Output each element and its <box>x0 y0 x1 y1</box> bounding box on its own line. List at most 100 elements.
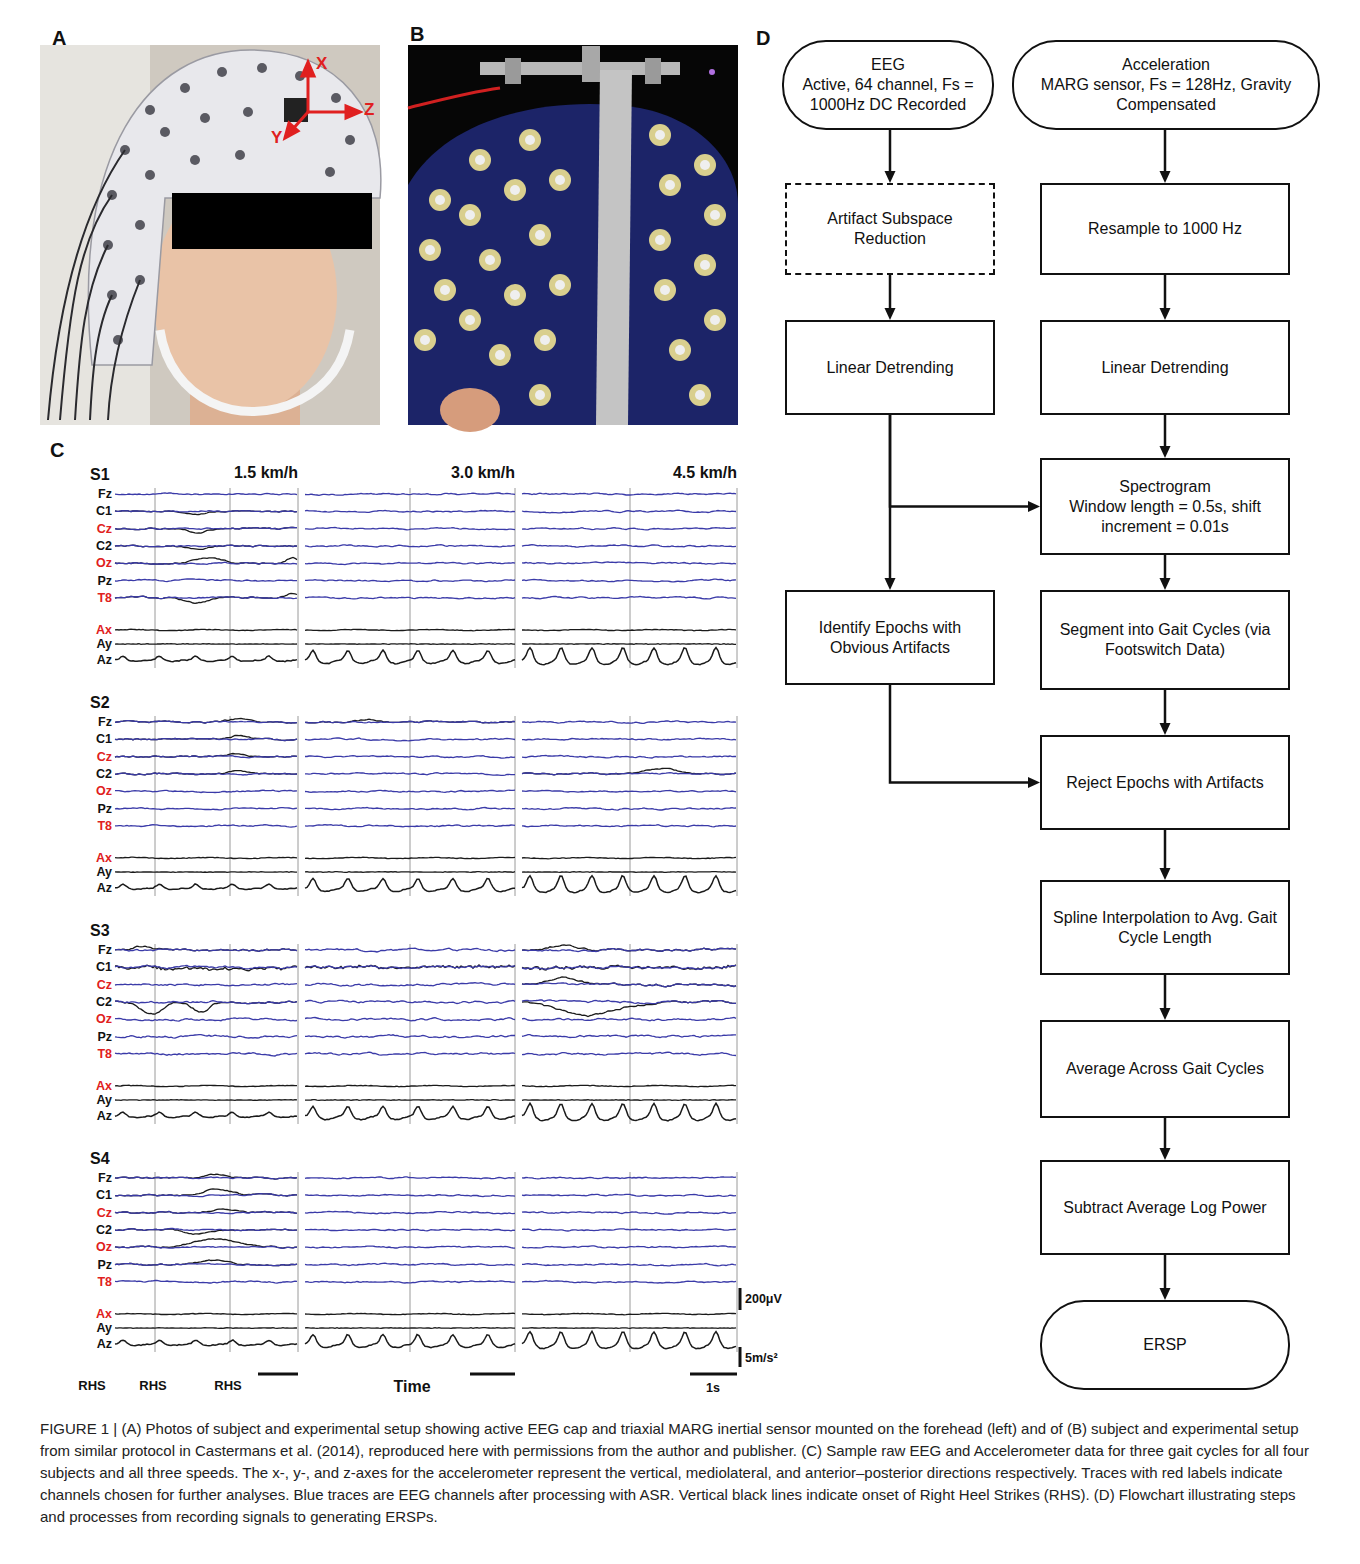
speed-label: 1.5 km/h <box>234 464 298 482</box>
raw-eeg-trace <box>305 719 515 723</box>
event-label: RHS <box>93 1378 213 1394</box>
flow-line <box>890 685 1028 783</box>
flow-line <box>1164 1255 1167 1288</box>
figure-caption: FIGURE 1 | (A) Photos of subject and exp… <box>40 1418 1320 1528</box>
speed-label: 4.5 km/h <box>673 464 737 482</box>
asr-eeg-trace <box>115 1035 297 1039</box>
channel-label: C2 <box>96 994 112 1010</box>
photo-a <box>40 45 381 425</box>
accelerometer-trace <box>522 1103 736 1121</box>
accelerometer-trace <box>305 857 515 859</box>
accelerometer-trace <box>305 878 515 891</box>
channel-label: Ay <box>96 1320 112 1336</box>
channel-label: Ax <box>96 1078 112 1094</box>
subject-label: S1 <box>90 466 110 484</box>
node-title: Acceleration <box>1122 55 1210 75</box>
asr-eeg-trace <box>305 1263 515 1265</box>
heel-strike-line <box>298 716 299 896</box>
asr-eeg-trace <box>115 1177 297 1179</box>
flow-arrow <box>1160 1118 1171 1160</box>
heel-strike-line <box>410 944 411 1124</box>
arrowhead <box>1160 578 1171 590</box>
asr-eeg-trace <box>115 983 297 985</box>
asr-eeg-trace <box>522 510 736 513</box>
channel-label: Oz <box>96 1239 112 1255</box>
channel-label: Pz <box>97 573 112 589</box>
node-title: Segment into Gait Cycles (via Footswitch… <box>1051 620 1279 660</box>
axis-label: Y <box>271 128 282 148</box>
asr-eeg-trace <box>522 596 736 599</box>
flow-line <box>1164 130 1167 171</box>
accelerometer-trace <box>522 648 736 665</box>
asr-eeg-trace <box>522 738 736 740</box>
asr-eeg-trace <box>522 790 736 792</box>
asr-eeg-trace <box>522 493 736 495</box>
raw-eeg-trace <box>115 735 297 740</box>
flow-arrow <box>1160 1255 1171 1300</box>
node-text: Active, 64 channel, Fs = 1000Hz DC Recor… <box>796 75 980 115</box>
plate-post <box>582 46 600 82</box>
accelerometer-trace <box>305 629 515 631</box>
scale-bars <box>258 1288 740 1374</box>
channel-label: C2 <box>96 766 112 782</box>
heel-strike-line <box>298 1172 299 1352</box>
panel-letter: C <box>50 438 64 462</box>
asr-eeg-trace <box>305 562 515 564</box>
asr-eeg-trace <box>115 756 297 758</box>
raw-eeg-trace <box>115 1239 297 1249</box>
arrowhead <box>1028 501 1040 512</box>
channel-label: Pz <box>97 801 112 817</box>
accelerometer-trace <box>115 884 297 890</box>
asr-eeg-trace <box>522 1246 736 1248</box>
raw-eeg-trace <box>115 965 297 971</box>
asr-eeg-trace <box>305 493 515 495</box>
flow-line <box>1164 830 1167 868</box>
asr-eeg-trace <box>115 493 297 495</box>
asr-eeg-trace <box>115 1194 297 1197</box>
flow-arrow <box>885 415 896 590</box>
arrowhead <box>885 171 896 183</box>
heel-strike-line <box>737 944 738 1124</box>
asr-eeg-trace <box>305 597 515 599</box>
asr-eeg-trace <box>522 755 736 758</box>
channel-label: C1 <box>96 731 112 747</box>
node-title: Linear Detrending <box>826 358 953 378</box>
asr-eeg-trace <box>115 1001 297 1004</box>
accelerometer-trace <box>305 650 515 664</box>
asr-eeg-trace <box>115 790 297 792</box>
accelerometer-trace <box>522 1099 736 1101</box>
channel-label: T8 <box>97 590 112 606</box>
channel-label: Oz <box>96 555 112 571</box>
accelerometer-trace <box>305 1099 515 1101</box>
channel-label: C1 <box>96 1187 112 1203</box>
accelerometer-trace <box>115 1327 297 1329</box>
flow-line <box>1164 555 1167 578</box>
flow-line <box>889 415 892 578</box>
arrowhead <box>1160 308 1171 320</box>
asr-eeg-trace <box>305 1035 515 1039</box>
flow-line <box>1164 1118 1167 1148</box>
photo-background <box>408 45 738 425</box>
heel-strike-line <box>298 944 299 1124</box>
flow-line <box>1164 690 1167 723</box>
heel-strike-line <box>410 1172 411 1352</box>
arrowhead <box>1160 1008 1171 1020</box>
raw-eeg-trace <box>115 1174 297 1179</box>
heel-strike-line <box>230 944 231 1124</box>
flow-line <box>889 130 892 171</box>
node-title: ERSP <box>1143 1335 1187 1355</box>
node-title: Resample to 1000 Hz <box>1088 219 1242 239</box>
plate-post <box>505 58 521 84</box>
heel-strike-line <box>155 488 156 668</box>
asr-eeg-trace <box>115 1280 297 1283</box>
accelerometer-trace <box>522 1327 736 1329</box>
face-mask <box>172 193 372 249</box>
asr-eeg-trace <box>522 1052 736 1055</box>
arrowhead <box>1160 1288 1171 1300</box>
eeg-cap <box>408 104 738 425</box>
eeg-cap <box>88 50 381 365</box>
accelerometer-trace <box>522 857 736 859</box>
channel-label: Oz <box>96 783 112 799</box>
chin-strap <box>160 330 350 412</box>
